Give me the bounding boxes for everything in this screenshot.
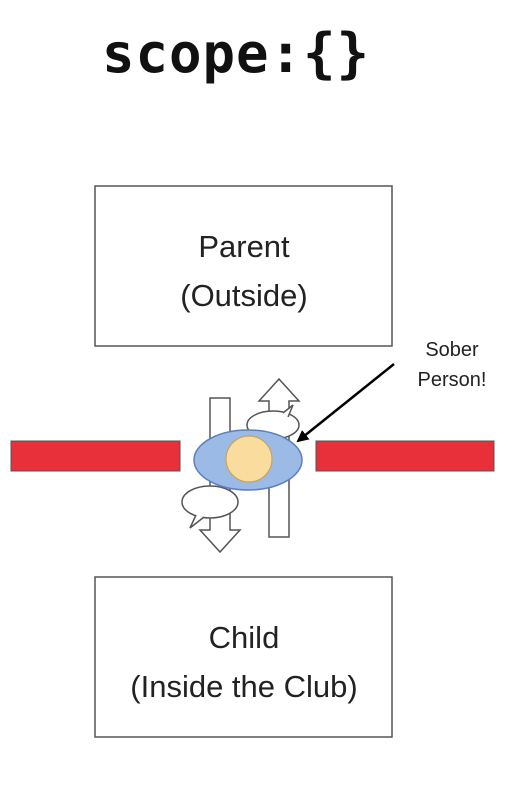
annotation-label-line1: Sober xyxy=(425,339,479,361)
parent-box: Parent (Outside) xyxy=(94,185,393,347)
barrier-left xyxy=(10,440,181,472)
parent-box-frame xyxy=(94,185,393,347)
speech-bubble-lower-icon xyxy=(181,485,239,529)
child-box-label: Child xyxy=(209,620,280,655)
parent-box-label: Parent xyxy=(198,229,290,264)
parent-box-sublabel: (Outside) xyxy=(180,278,307,313)
child-box-sublabel: (Inside the Club) xyxy=(130,669,357,704)
child-box: Child (Inside the Club) xyxy=(94,576,393,738)
annotation-label-line2: Person! xyxy=(418,369,487,391)
person-head xyxy=(225,435,273,483)
annotation-arrow-icon xyxy=(296,363,395,443)
sober-person-icon xyxy=(193,429,303,491)
barrier-right xyxy=(315,440,495,472)
diagram-title: scope:{} xyxy=(101,22,371,85)
child-box-frame xyxy=(94,576,393,738)
